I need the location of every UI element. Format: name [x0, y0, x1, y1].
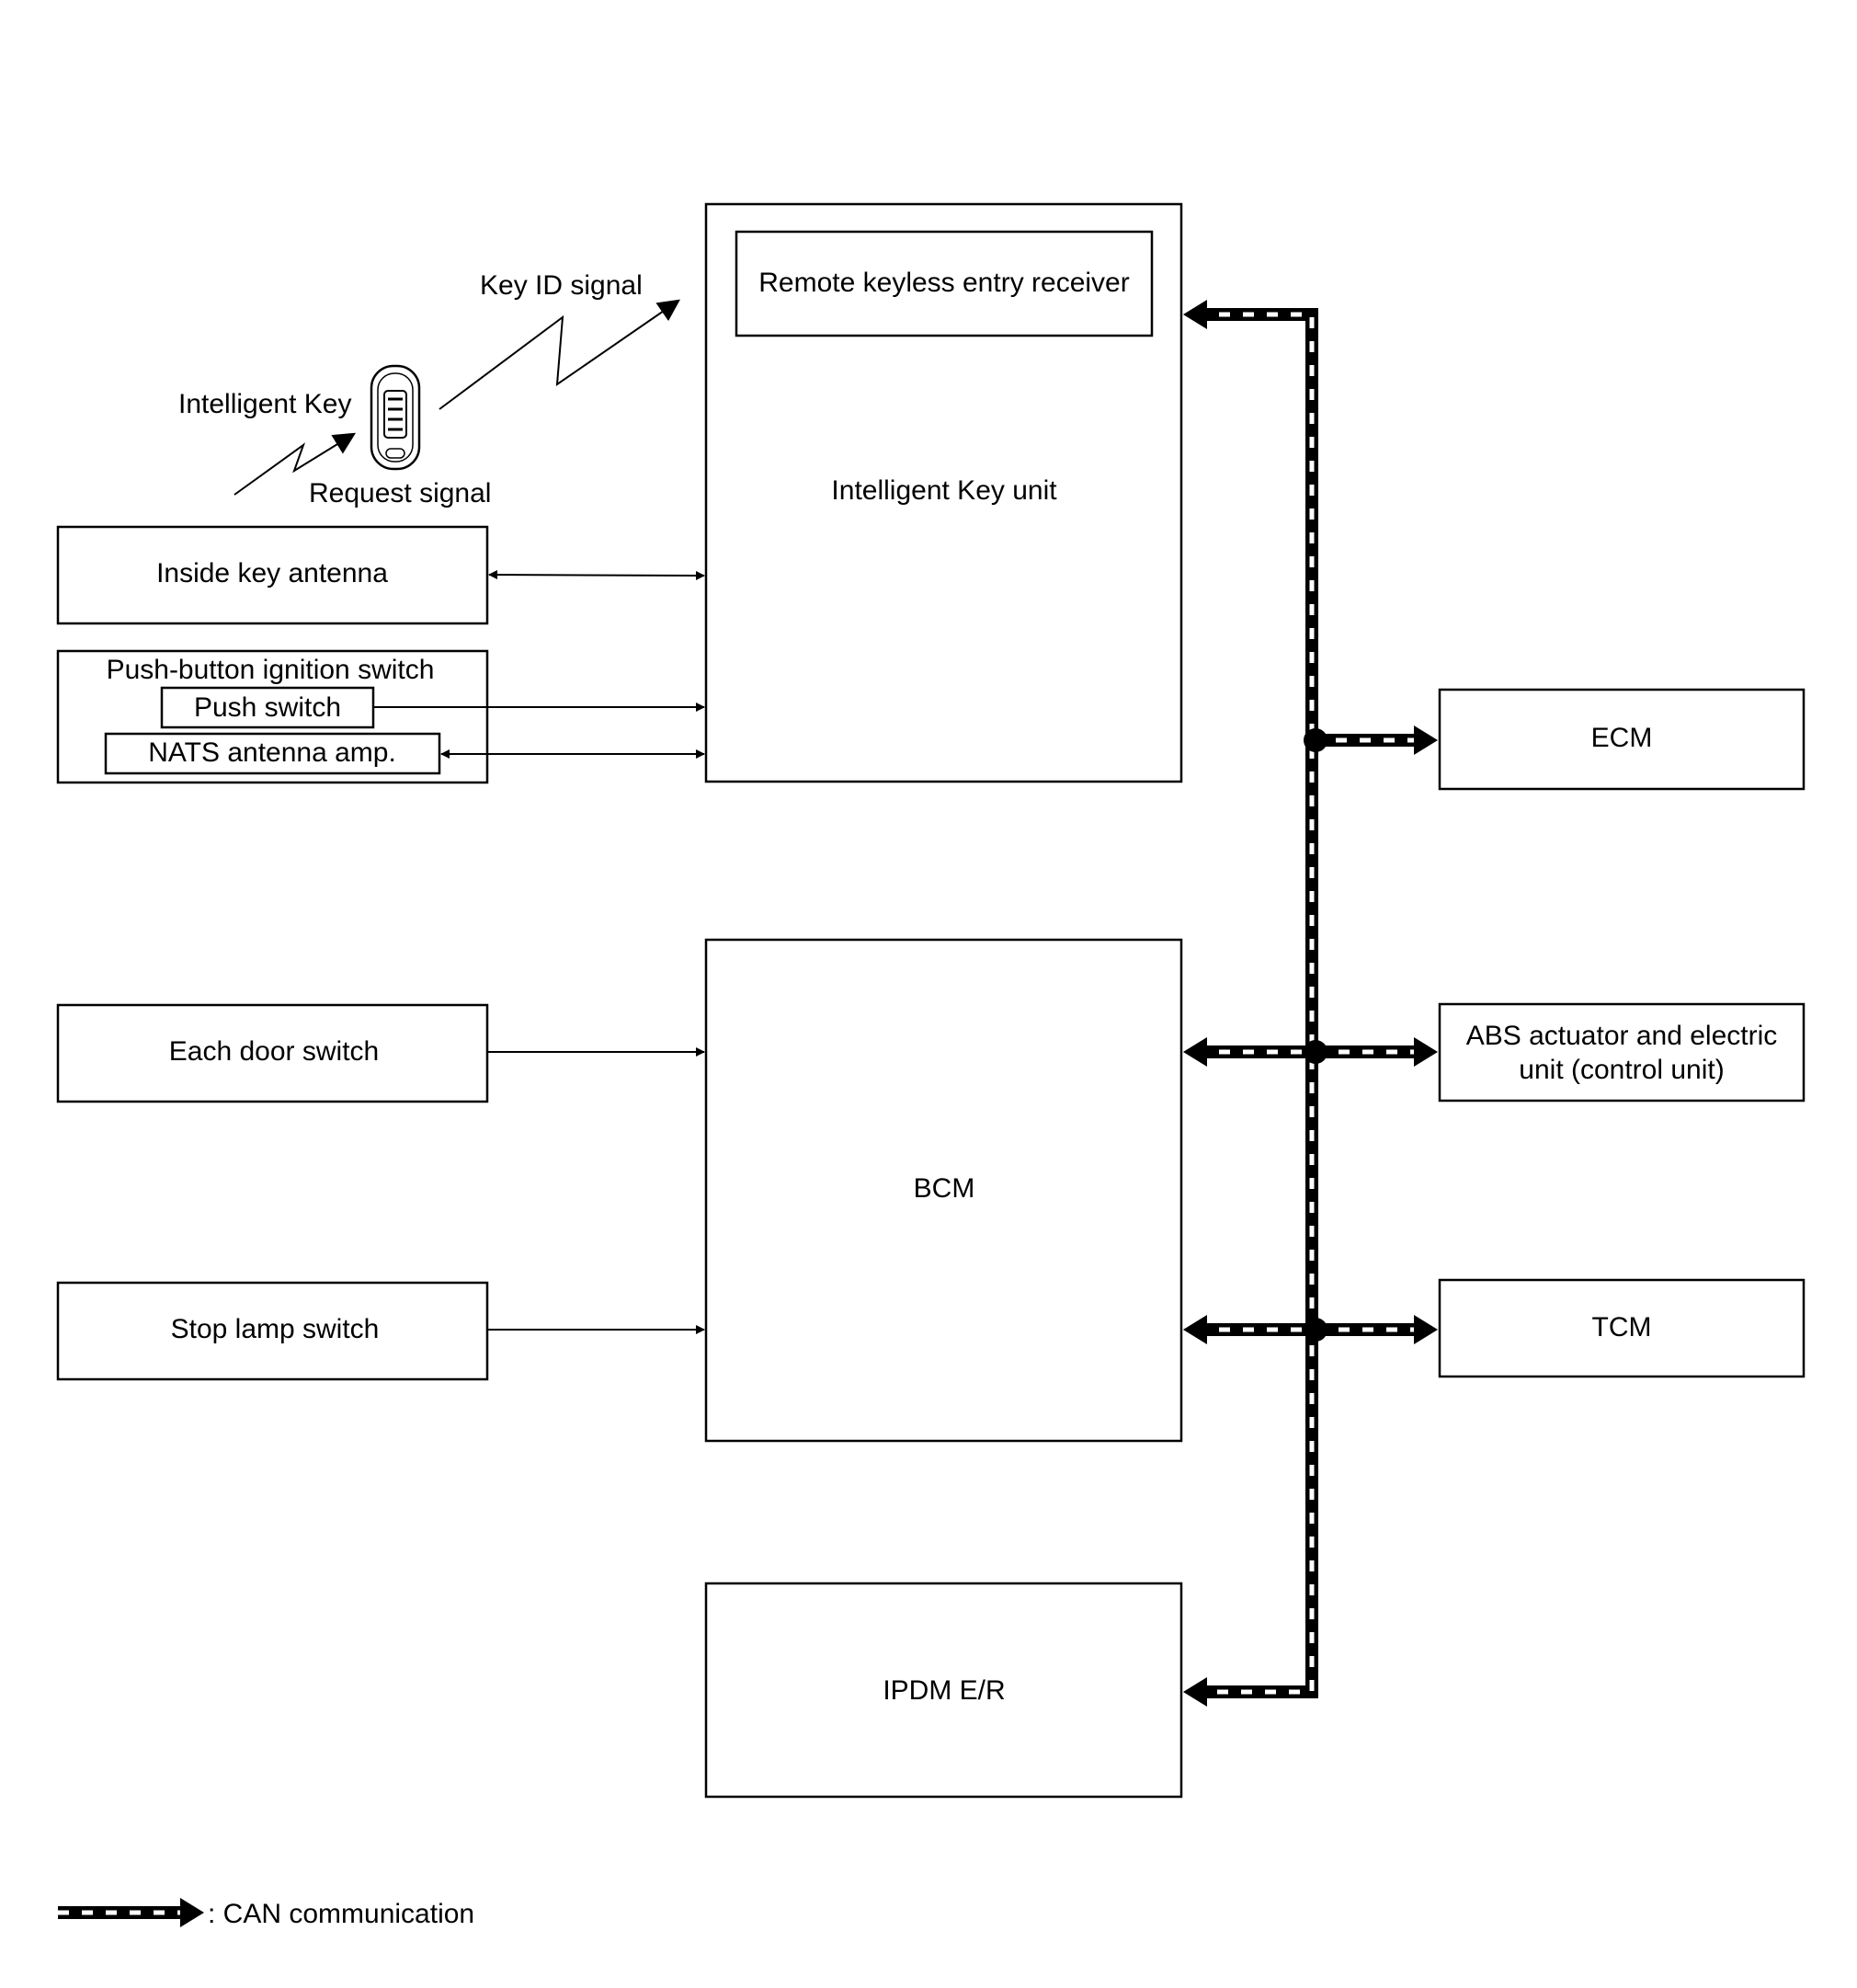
inside-key-antenna: Inside key antenna [56, 525, 489, 625]
can-bus [1183, 300, 1438, 1707]
stop-lamp-switch-label: Stop lamp switch [171, 1314, 380, 1344]
key-fob-icon [370, 364, 421, 471]
key-id-signal-arrow [439, 299, 680, 410]
ipdm-label: IPDM E/R [883, 1675, 1005, 1706]
ecm-label: ECM [1591, 723, 1653, 753]
abs-actuator: ABS actuator and electric unit (control … [1438, 1002, 1806, 1103]
tcm-label: TCM [1592, 1312, 1652, 1342]
key-id-signal-label: Key ID signal [480, 270, 643, 301]
each-door-switch-label: Each door switch [169, 1036, 379, 1067]
request-signal-label: Request signal [309, 478, 491, 508]
inside-key-antenna-label: Inside key antenna [156, 558, 388, 588]
nats-antenna-box [104, 732, 441, 775]
intelligent-key-unit-label: Intelligent Key unit [831, 475, 1057, 506]
abs-label-line1: ABS actuator and electric [1466, 1021, 1778, 1051]
bcm: BCM [704, 938, 1183, 1443]
stop-lamp-switch: Stop lamp switch [56, 1281, 489, 1381]
push-switch-box [160, 686, 375, 729]
abs-label-line2: unit (control unit) [1519, 1055, 1724, 1085]
nats-antenna-label: NATS antenna amp. [148, 737, 396, 768]
push-button-ignition-switch: Push-button ignition switch Push switch … [56, 649, 489, 784]
push-switch-label: Push switch [194, 692, 341, 723]
tcm: TCM [1438, 1278, 1806, 1378]
bcm-label: BCM [914, 1173, 975, 1204]
push-button-ignition-label: Push-button ignition switch [107, 655, 435, 685]
intelligent-key-label: Intelligent Key [178, 389, 351, 419]
legend: : CAN communication [58, 1898, 474, 1929]
remote-receiver-label: Remote keyless entry receiver [758, 268, 1129, 298]
ipdm-er: IPDM E/R [704, 1582, 1183, 1799]
antenna-arrow [488, 570, 705, 580]
legend-label: : CAN communication [208, 1899, 474, 1929]
ecm: ECM [1438, 688, 1806, 791]
remote-keyless-entry-receiver: Remote keyless entry receiver [735, 230, 1154, 337]
each-door-switch: Each door switch [56, 1003, 489, 1103]
request-signal-arrow [234, 432, 357, 496]
